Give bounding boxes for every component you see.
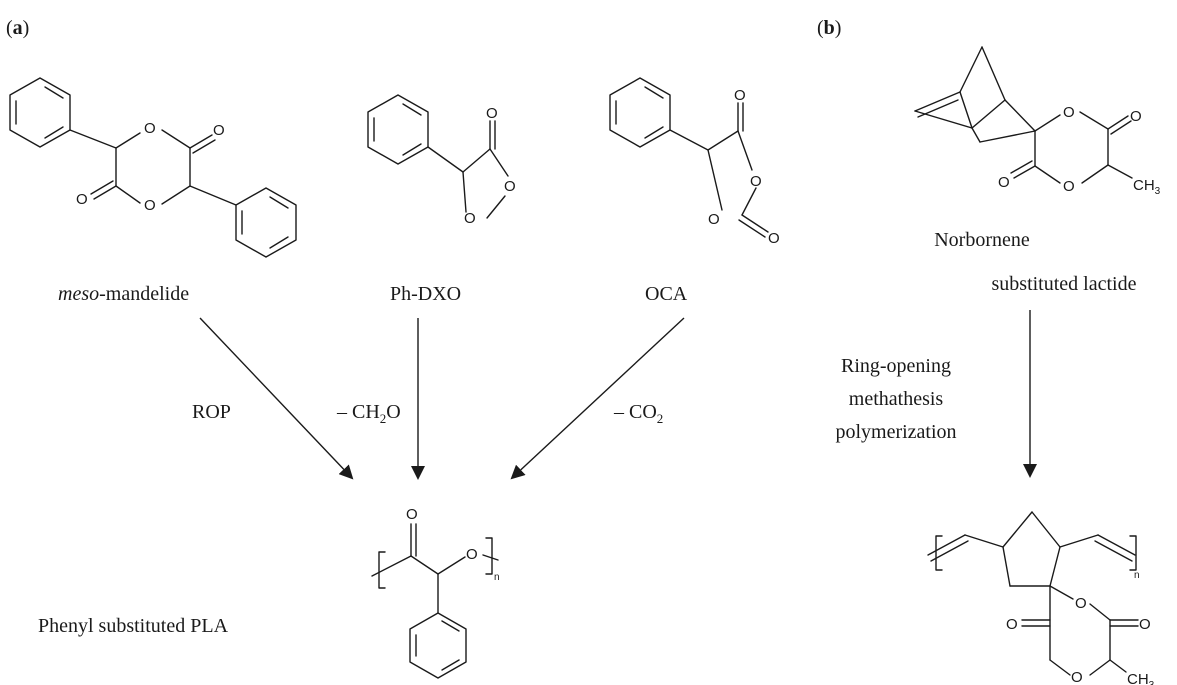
label-romp-line2: methathesis [849, 388, 944, 410]
phenyl-pla-structure: O O n [371, 506, 500, 679]
svg-text:O: O [406, 506, 418, 523]
arrow-rop [199, 317, 354, 480]
svg-text:O: O [1063, 104, 1075, 121]
label-rop: ROP [192, 401, 231, 423]
meso-mandelide-structure: O O O O [9, 77, 297, 258]
svg-text:O: O [1063, 178, 1075, 195]
svg-text:n: n [494, 572, 500, 583]
svg-text:O: O [1139, 616, 1151, 633]
svg-text:O: O [486, 105, 498, 122]
label-oca: OCA [645, 283, 688, 305]
panel-label-a: (a) [6, 17, 29, 39]
svg-text:O: O [1006, 616, 1018, 633]
benzene-ring [409, 612, 467, 679]
benzene-ring [9, 77, 71, 148]
svg-text:O: O [734, 87, 746, 104]
svg-text:O: O [504, 178, 516, 195]
svg-text:O: O [750, 173, 762, 190]
svg-text:O: O [998, 174, 1010, 191]
svg-text:O: O [1071, 669, 1083, 685]
label-co2: – CO2 [613, 401, 663, 426]
svg-text:O: O [768, 230, 780, 247]
norbornene-lactide-structure: O O O O CH3 [914, 46, 1161, 197]
label-norbornene-line1: Norbornene [934, 229, 1030, 251]
label-ch2o: – CH2O [336, 401, 401, 426]
svg-text:O: O [708, 211, 720, 228]
svg-text:CH3: CH3 [1133, 177, 1161, 197]
label-ph-dxo: Ph-DXO [390, 283, 461, 305]
svg-text:O: O [1130, 108, 1142, 125]
label-norbornene-line2: substituted lactide [992, 273, 1137, 295]
svg-text:CH3: CH3 [1127, 671, 1155, 685]
panel-label-b: (b) [817, 17, 841, 39]
benzene-ring [609, 77, 671, 148]
label-romp-line1: Ring-opening [841, 355, 951, 377]
svg-text:O: O [466, 546, 478, 563]
svg-text:O: O [144, 197, 156, 214]
svg-text:n: n [1134, 570, 1140, 581]
label-phenyl-pla: Phenyl substituted PLA [38, 615, 229, 637]
benzene-ring [235, 187, 297, 258]
svg-text:O: O [213, 122, 225, 139]
label-romp-line3: polymerization [835, 421, 956, 443]
arrow-co2 [510, 317, 685, 480]
svg-text:O: O [144, 120, 156, 137]
svg-text:O: O [1075, 595, 1087, 612]
oca-structure: O O O O [609, 77, 780, 247]
label-meso-mandelide: meso-mandelide [58, 283, 189, 305]
benzene-ring [367, 94, 429, 165]
svg-text:O: O [76, 191, 88, 208]
romp-polymer-structure: O O O O CH3 n [927, 511, 1155, 685]
ph-dxo-structure: O O O [367, 94, 516, 227]
svg-text:O: O [464, 210, 476, 227]
